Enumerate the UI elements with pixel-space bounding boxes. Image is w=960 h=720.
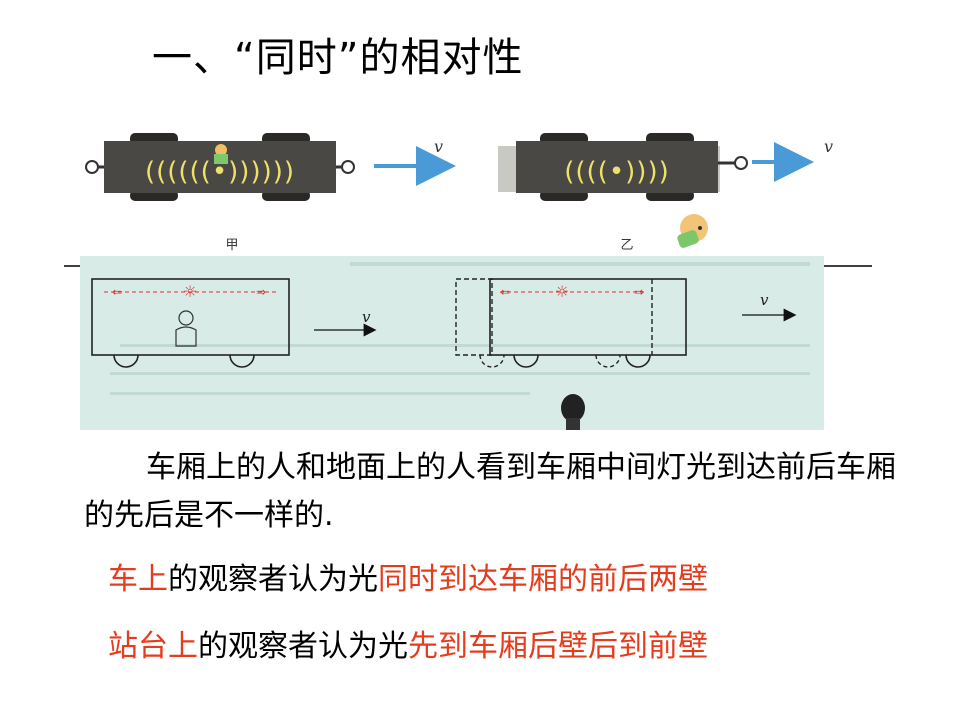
ground-observer-icon xyxy=(677,214,708,248)
svg-text:⇐: ⇐ xyxy=(112,285,122,299)
velocity-label-a: v xyxy=(434,137,443,156)
scan-background xyxy=(80,256,824,430)
train-illustration: ((((((•)))))) v ((((•)))) v 甲 乙 xyxy=(64,133,872,430)
figure-label-yi: 乙 xyxy=(620,238,633,253)
train-car-a: ((((((•)))))) xyxy=(85,133,355,201)
observer-car-statement: 车上的观察者认为光同时到达车厢的前后两壁 xyxy=(108,558,708,602)
svg-text:((((•)))): ((((•)))) xyxy=(564,157,669,187)
observer-platform-statement: 站台上的观察者认为光先到车厢后壁后到前壁 xyxy=(108,625,708,669)
seated-person-icon xyxy=(175,310,197,347)
observer-car-highlight: 车上 xyxy=(108,562,168,597)
diagram-car-b: ⇐ ⇒ ☼ xyxy=(455,278,687,368)
diagram-car-a: ⇐ ⇒ ☼ xyxy=(91,278,290,368)
explanation-text: 车厢上的人和地面上的人看到车厢中间灯光到达前后车厢的先后是不一样的. xyxy=(84,450,896,533)
explanation-paragraph: 车厢上的人和地面上的人看到车厢中间灯光到达前后车厢的先后是不一样的. xyxy=(84,444,904,540)
svg-text:☼: ☼ xyxy=(183,282,197,301)
observer-platform-conclusion: 先到车厢后壁后到前壁 xyxy=(408,629,708,664)
svg-text:⇒: ⇒ xyxy=(634,285,644,299)
figure-label-jia: 甲 xyxy=(225,238,238,253)
observer-platform-middle: 的观察者认为光 xyxy=(198,629,408,664)
slide-title: 一、“同时”的相对性 xyxy=(152,35,524,81)
observer-platform-highlight: 站台上 xyxy=(108,629,198,664)
diagram-velocity-b: v xyxy=(760,291,769,309)
train-car-b: ((((•)))) xyxy=(498,133,748,201)
observer-car-conclusion: 同时到达车厢的前后两壁 xyxy=(378,562,708,597)
platform-observer-icon xyxy=(561,394,585,430)
svg-text:☼: ☼ xyxy=(555,282,569,301)
svg-text:⇒: ⇒ xyxy=(256,285,266,299)
diagram-velocity-a: v xyxy=(362,308,371,326)
passenger-icon xyxy=(214,144,228,164)
velocity-label-b: v xyxy=(824,137,833,156)
observer-car-middle: 的观察者认为光 xyxy=(168,562,378,597)
svg-text:⇐: ⇐ xyxy=(500,285,510,299)
